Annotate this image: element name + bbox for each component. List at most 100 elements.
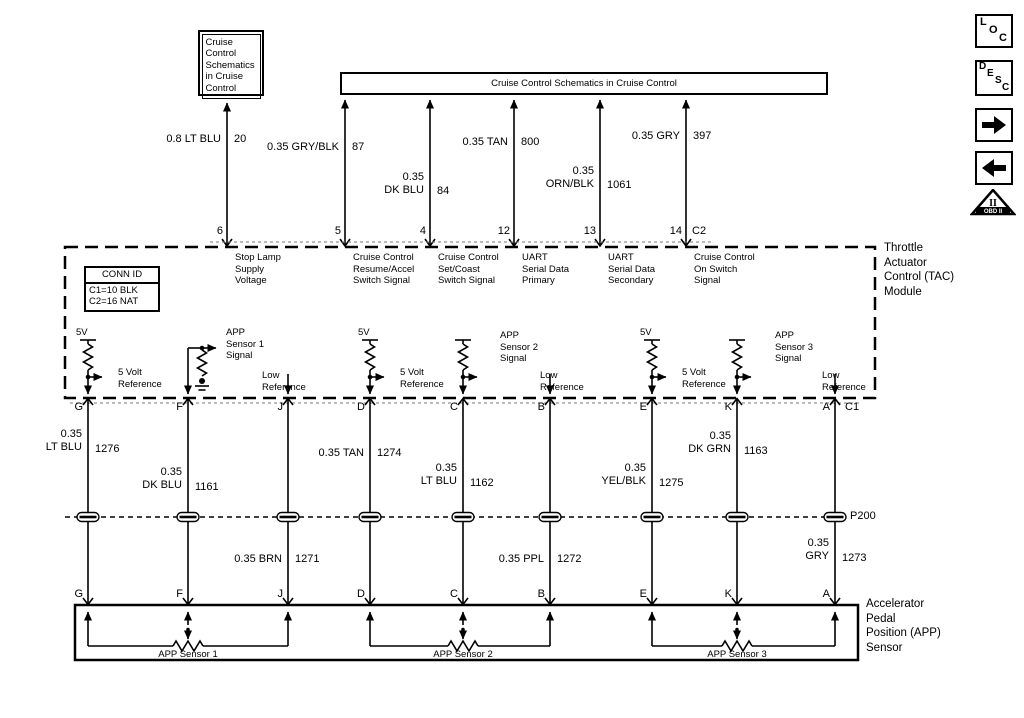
wire-circuit: 87 bbox=[352, 141, 365, 153]
wire-circuit: 1061 bbox=[607, 179, 632, 191]
pin-letter: B bbox=[537, 401, 545, 413]
obd2-banner-text: OBD II bbox=[984, 209, 1003, 215]
wire-label: 0.35 GRY/BLK bbox=[267, 141, 339, 153]
wire-label: 0.35 GRY bbox=[805, 537, 829, 562]
tac-module-border bbox=[63, 245, 877, 400]
wire-label: 0.35 TAN bbox=[318, 447, 364, 459]
wire-label: 0.35 TAN bbox=[462, 136, 508, 148]
wire-label: 0.35 ORN/BLK bbox=[545, 165, 594, 190]
left-arrow-icon bbox=[982, 159, 1006, 177]
desc-button[interactable]: D E S C bbox=[975, 60, 1013, 96]
app-sensor-label: APP Sensor 2 bbox=[433, 649, 493, 660]
app-signal-label: APP Sensor 2 Signal bbox=[500, 330, 539, 364]
harness-wires bbox=[87, 399, 836, 604]
wire-circuit: 800 bbox=[521, 136, 540, 148]
p200-label: P200 bbox=[850, 510, 876, 522]
wire-circuit: 1162 bbox=[470, 477, 494, 489]
pin-letter: J bbox=[277, 401, 284, 413]
pin-letter: A bbox=[822, 588, 830, 600]
wire-label: 0.35 DK GRN bbox=[688, 430, 731, 455]
pin-letter: G bbox=[74, 588, 83, 600]
pin-number: 12 bbox=[497, 225, 510, 237]
five-volt-supply-label: 5V bbox=[640, 327, 652, 338]
wire-label: 0.35 PPL bbox=[498, 553, 544, 565]
wire-circuit: 1276 bbox=[95, 443, 120, 455]
wire-label: 0.35 BRN bbox=[234, 553, 282, 565]
connector-id-c1: C1 bbox=[845, 401, 860, 413]
app-sensor-label: APP Sensor 1 bbox=[158, 649, 218, 660]
five-volt-reference-circuits bbox=[80, 339, 667, 395]
wire-label: 0.35 DK BLU bbox=[142, 466, 182, 491]
wire-label: 0.35 LT BLU bbox=[45, 428, 82, 453]
cruise-control-bar[interactable]: Cruise Control Schematics in Cruise Cont… bbox=[340, 72, 828, 95]
pin-letter: D bbox=[357, 401, 365, 413]
desc-letter: D bbox=[979, 61, 987, 72]
cruise-control-ref-text: Cruise Control Schematics in Cruise Cont… bbox=[205, 36, 255, 94]
conn-id-header: CONN ID bbox=[86, 268, 158, 284]
pin-number: 6 bbox=[216, 225, 223, 237]
wire-label: 0.35 LT BLU bbox=[420, 462, 457, 487]
wire-circuit: 1273 bbox=[842, 552, 867, 564]
five-volt-ref-label: 5 Volt Reference bbox=[118, 367, 162, 390]
low-ref-label: Low Reference bbox=[262, 370, 306, 393]
obd2-button[interactable]: II OBD II bbox=[969, 188, 1017, 217]
top-wire-lines bbox=[223, 99, 690, 246]
wire-circuit: 1275 bbox=[659, 477, 684, 489]
pin-description: Cruise Control On Switch Signal bbox=[694, 252, 755, 286]
pin-description: UART Serial Data Secondary bbox=[608, 252, 655, 286]
tac-bottom-pin-connectors bbox=[70, 397, 862, 406]
pin-number: 4 bbox=[419, 225, 426, 237]
five-volt-supply-label: 5V bbox=[358, 327, 370, 338]
app-signal-label: APP Sensor 1 Signal bbox=[226, 327, 265, 361]
pin-letter: B bbox=[537, 588, 545, 600]
desc-letter: E bbox=[987, 68, 994, 79]
wire-circuit: 20 bbox=[234, 133, 247, 145]
desc-letter: C bbox=[1002, 82, 1010, 93]
low-ref-label: Low Reference bbox=[540, 370, 584, 393]
low-reference-circuits bbox=[284, 374, 839, 395]
cruise-control-ref-box[interactable]: Cruise Control Schematics in Cruise Cont… bbox=[198, 30, 264, 99]
obd2-numeral: II bbox=[989, 198, 997, 209]
app-signal-circuits bbox=[184, 339, 752, 395]
conn-id-row: C2=16 NAT bbox=[89, 296, 139, 307]
pin-description: Stop Lamp Supply Voltage bbox=[235, 252, 281, 286]
next-arrow-button[interactable] bbox=[975, 108, 1013, 142]
conn-id-box: CONN ID C1=10 BLK C2=16 NAT bbox=[84, 266, 160, 312]
prev-arrow-button[interactable] bbox=[975, 151, 1013, 185]
pin-letter: A bbox=[822, 401, 830, 413]
loc-letter: L bbox=[980, 16, 987, 28]
wire-circuit: 1161 bbox=[195, 481, 219, 493]
right-arrow-icon bbox=[982, 116, 1006, 134]
loc-button[interactable]: L O C bbox=[975, 14, 1013, 48]
low-ref-label: Low Reference bbox=[822, 370, 866, 393]
pin-letter: J bbox=[277, 588, 284, 600]
wire-circuit: 84 bbox=[437, 185, 450, 197]
app-sensor-label: APP Sensor 3 bbox=[707, 649, 767, 660]
five-volt-supply-label: 5V bbox=[76, 327, 88, 338]
app-signal-label: APP Sensor 3 Signal bbox=[775, 330, 814, 364]
five-volt-ref-label: 5 Volt Reference bbox=[682, 367, 726, 390]
pin-letter: G bbox=[74, 401, 83, 413]
wire-circuit: 1271 bbox=[295, 553, 320, 565]
wire-label: 0.35 GRY bbox=[631, 130, 680, 142]
wire-label: 0.35 DK BLU bbox=[384, 171, 424, 196]
pin-description: Cruise Control Set/Coast Switch Signal bbox=[438, 252, 499, 286]
pin-number: 5 bbox=[334, 225, 341, 237]
wire-label: 0.8 LT BLU bbox=[166, 133, 221, 145]
pin-letter: C bbox=[450, 588, 458, 600]
pin-letter: K bbox=[724, 588, 732, 600]
conn-id-row: C1=10 BLK bbox=[89, 284, 138, 296]
pin-description: Cruise Control Resume/Accel Switch Signa… bbox=[353, 252, 415, 286]
tac-top-pin-connectors bbox=[210, 238, 712, 248]
wire-circuit: 1272 bbox=[557, 553, 582, 565]
connector-id-c2: C2 bbox=[692, 225, 707, 237]
cruise-control-bar-text: Cruise Control Schematics in Cruise Cont… bbox=[491, 77, 677, 89]
pin-description: UART Serial Data Primary bbox=[522, 252, 569, 286]
wire-circuit: 1163 bbox=[744, 445, 768, 457]
tac-module-label: Throttle Actuator Control (TAC) Module bbox=[884, 242, 955, 298]
p200-connector-row bbox=[65, 511, 847, 523]
pin-letter: E bbox=[639, 401, 647, 413]
desc-letter: S bbox=[995, 75, 1002, 86]
